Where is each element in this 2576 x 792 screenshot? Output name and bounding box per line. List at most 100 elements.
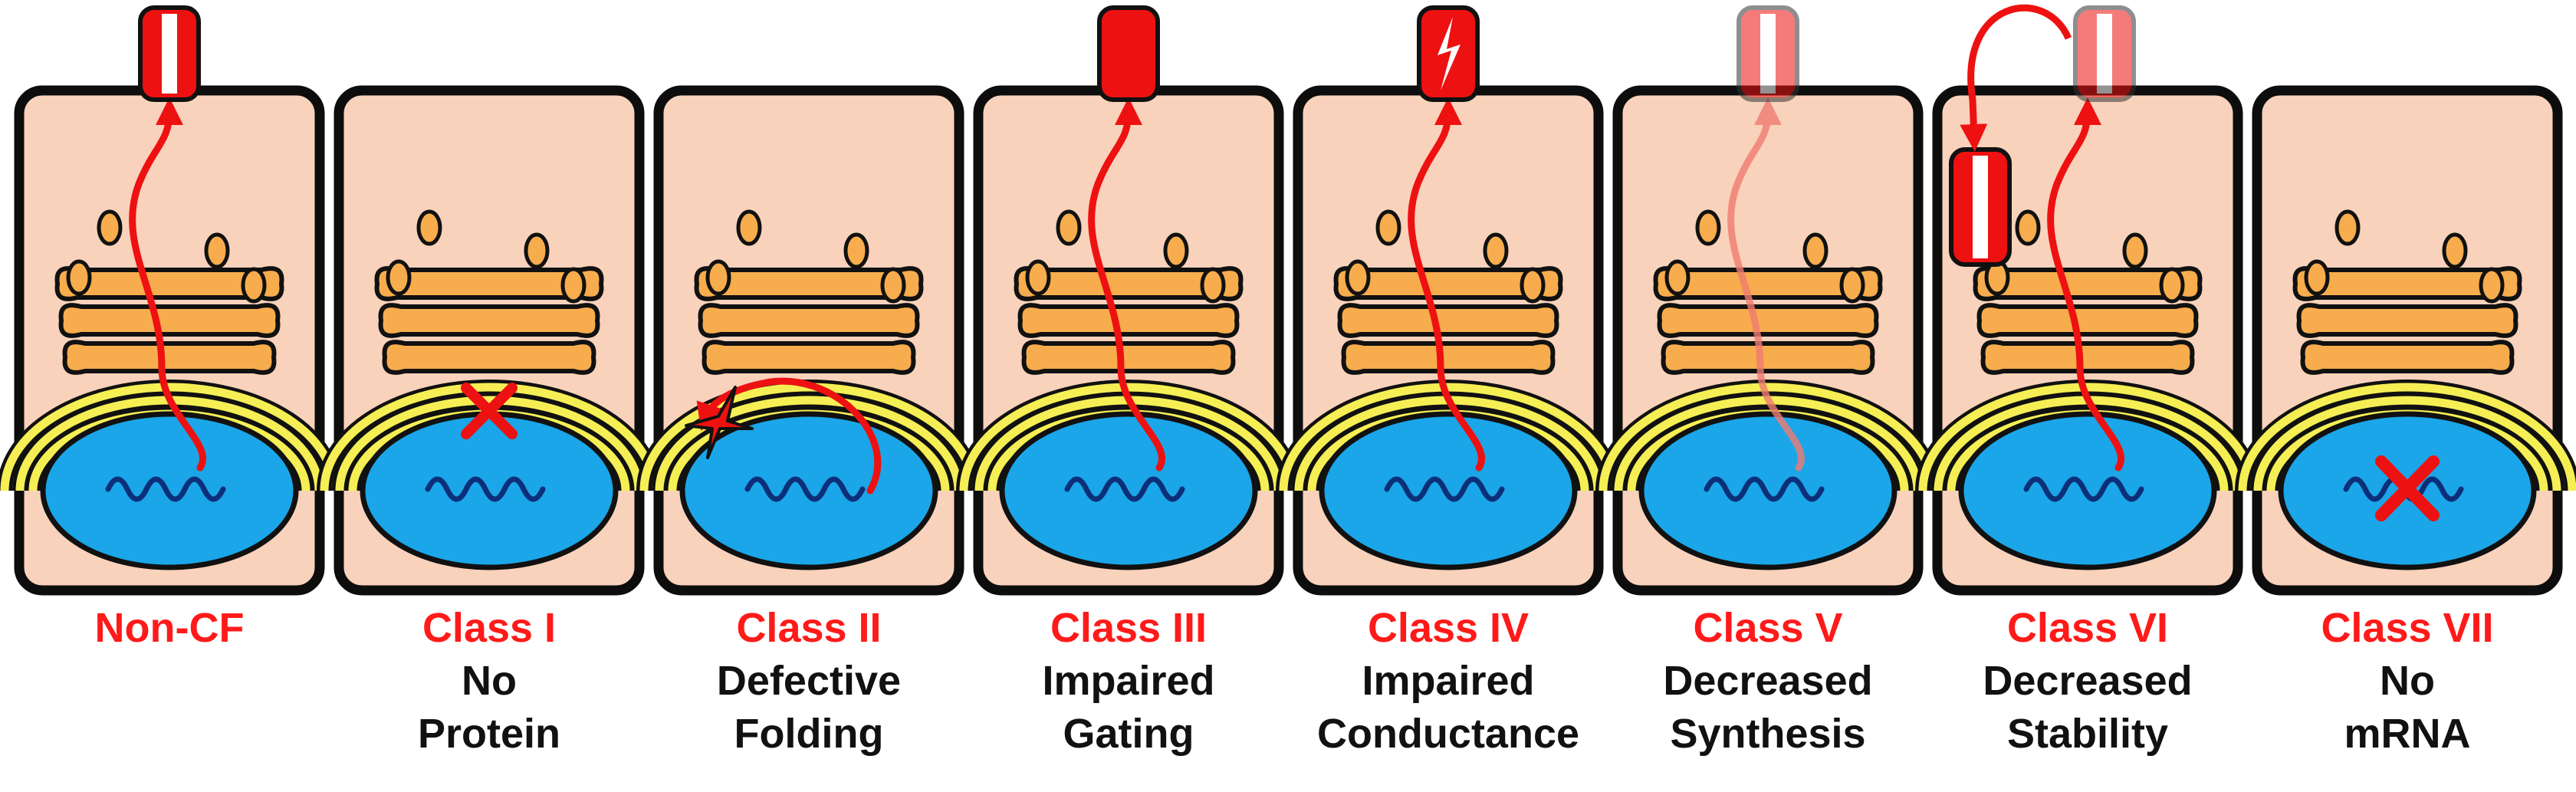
lightning-icon	[1438, 17, 1460, 90]
caption-class7: Class VII No mRNA	[2254, 602, 2561, 761]
cftr-channel	[1417, 5, 1480, 102]
panel-class6	[1915, 4, 2260, 596]
description-line-2: mRNA	[2344, 711, 2471, 757]
cftr-channel	[138, 5, 201, 102]
vesicle	[524, 232, 550, 269]
nucleus	[1915, 380, 2260, 570]
vesicle	[2442, 232, 2468, 269]
golgi-apparatus	[1653, 209, 1883, 375]
vesicle	[736, 209, 762, 246]
vesicle	[2479, 267, 2505, 304]
dna-icon	[744, 476, 866, 502]
dna-icon	[1704, 476, 1825, 502]
vesicle	[1483, 232, 1509, 269]
panel-class1	[317, 85, 662, 596]
description-line-2: Folding	[734, 711, 884, 757]
caption-noncf: Non-CF	[16, 602, 323, 655]
misfolded-protein-icon	[685, 386, 754, 459]
cftr-channel	[1097, 5, 1160, 102]
vesicle	[1345, 259, 1371, 296]
description-line-1: Decreased	[1983, 658, 2193, 704]
vesicle	[2334, 209, 2361, 246]
class-label: Class III	[1050, 605, 1208, 651]
description-line-1: Defective	[716, 658, 902, 704]
vesicle	[1200, 267, 1226, 304]
vesicle	[2122, 232, 2148, 269]
vesicle	[1839, 267, 1865, 304]
recycle-arrow	[1960, 4, 2072, 152]
trafficking-arrow	[1088, 97, 1166, 472]
trafficking-arrow	[1727, 97, 1806, 472]
vesicle	[97, 209, 123, 246]
panel-class2	[636, 85, 981, 596]
vesicle	[2015, 209, 2041, 246]
panel-noncf	[0, 5, 342, 596]
class-label: Class VII	[2321, 605, 2494, 651]
vesicle	[66, 259, 92, 296]
endoplasmic-reticulum	[1276, 380, 1621, 491]
vesicle	[2159, 267, 2185, 304]
vesicle	[1025, 259, 1051, 296]
vesicle	[1802, 232, 1829, 269]
description-line-2: Conductance	[1316, 711, 1580, 757]
description-line-1: Impaired	[1042, 658, 1215, 704]
no-mrna-x-icon	[2375, 455, 2440, 521]
class-label: Class VI	[2006, 605, 2169, 651]
cftr-channel	[1737, 5, 1799, 102]
nucleus	[1276, 380, 1621, 570]
golgi-apparatus	[1973, 209, 2203, 375]
golgi-apparatus	[374, 209, 604, 375]
misfold-arrow	[696, 377, 882, 495]
description-line-2: Stability	[2006, 711, 2169, 757]
dna-icon	[105, 476, 226, 502]
panel-class4	[1276, 5, 1621, 596]
dna-icon	[1384, 476, 1505, 502]
description-line-1: No	[462, 658, 517, 704]
vesicle	[204, 232, 230, 269]
class-label: Class II	[736, 605, 882, 651]
no-protein-x-icon	[461, 383, 518, 439]
golgi-apparatus	[2292, 209, 2522, 375]
description-line-1: Impaired	[1362, 658, 1535, 704]
golgi-apparatus	[1333, 209, 1563, 375]
nucleus	[0, 380, 342, 570]
dna-icon	[425, 476, 546, 502]
nucleus	[1595, 380, 1940, 570]
vesicle	[2304, 259, 2330, 296]
vesicle	[1695, 209, 1721, 246]
description-line-1: No	[2380, 658, 2435, 704]
class-label: Non-CF	[94, 605, 245, 651]
description-line-2: Protein	[417, 711, 561, 757]
description-line-1: Decreased	[1663, 658, 1873, 704]
class-label: Class I	[422, 605, 557, 651]
vesicle	[386, 259, 412, 296]
panel-class5	[1595, 5, 1940, 596]
vesicle	[416, 209, 442, 246]
vesicle	[705, 259, 731, 296]
vesicle	[1163, 232, 1189, 269]
class-label: Class V	[1693, 605, 1843, 651]
vesicle	[560, 267, 586, 304]
dna-icon	[1064, 476, 1185, 502]
panel-class3	[956, 5, 1301, 596]
description-line-2: Synthesis	[1670, 711, 1866, 757]
vesicle	[1056, 209, 1082, 246]
description-line-2: Gating	[1063, 711, 1194, 757]
panel-class7	[2235, 85, 2576, 596]
golgi-apparatus	[54, 209, 284, 375]
vesicle	[880, 267, 906, 304]
dna-icon	[2023, 476, 2144, 502]
vesicle	[1520, 267, 1546, 304]
class-label: Class IV	[1367, 605, 1530, 651]
trafficking-arrow	[2047, 97, 2125, 472]
vesicle	[1375, 209, 1401, 246]
golgi-apparatus	[1014, 209, 1244, 375]
trafficking-arrow	[129, 97, 207, 472]
